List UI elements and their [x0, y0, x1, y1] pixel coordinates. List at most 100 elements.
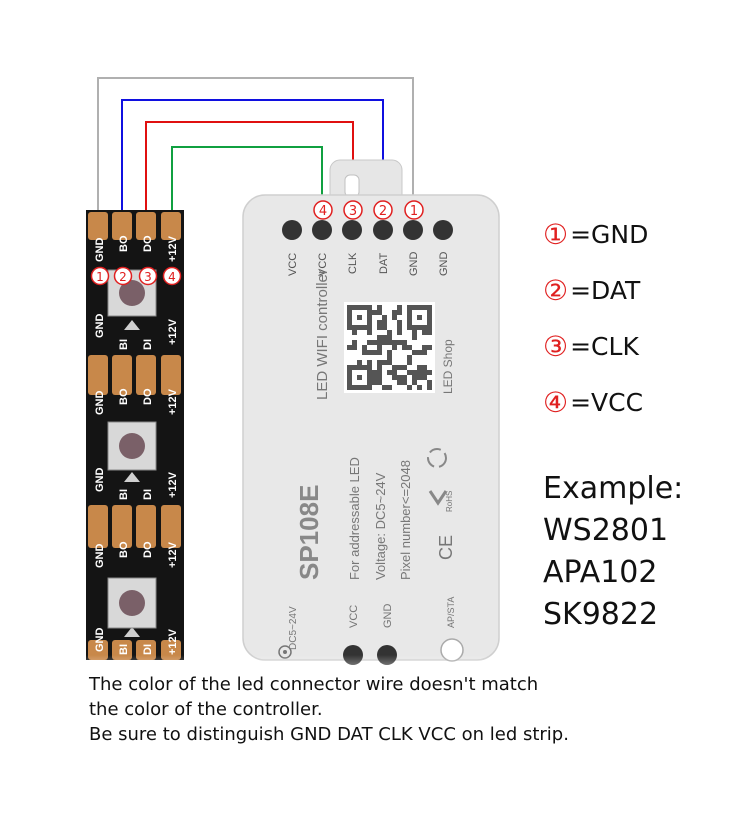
ce-mark: CE — [436, 535, 456, 560]
spec-line: For addressable LED — [347, 457, 362, 580]
solder-pad — [161, 355, 181, 395]
shop-label: LED Shop — [441, 339, 455, 394]
example-title: Example: — [543, 471, 684, 506]
solder-pad — [88, 505, 108, 548]
strip-label-12v: +12V — [167, 471, 179, 498]
image-fade — [80, 655, 540, 685]
controller-marker-4: 4 — [319, 204, 327, 219]
strip-label-gnd: GND — [94, 238, 106, 263]
controller-model: SP108E — [294, 485, 324, 580]
wire-dat — [121, 99, 384, 215]
strip-label-12v: +12V — [167, 318, 179, 345]
legend-text: =DAT — [570, 276, 641, 305]
footnote-line: Be sure to distinguish GND DAT CLK VCC o… — [89, 724, 569, 745]
footnote-line: the color of the controller. — [89, 699, 323, 720]
strip-marker-3: 3 — [144, 270, 152, 284]
strip-label-do: DO — [142, 388, 154, 405]
led-chip — [107, 577, 157, 629]
example-item: SK9822 — [543, 597, 659, 632]
pin-label-dat: DAT — [378, 253, 390, 274]
button-label: AP/STA — [446, 597, 456, 628]
solder-pad — [161, 212, 181, 240]
strip-label-bo: BO — [118, 235, 130, 252]
power-label: DC5~24V — [288, 606, 299, 650]
rohs-icon — [428, 490, 448, 506]
strip-label-bi: BI — [118, 489, 130, 500]
footnote-line: The color of the led connector wire does… — [89, 674, 539, 695]
strip-label-di: DI — [142, 489, 154, 500]
led-strip: GND BO DO +12V GND BI DI +12V GND BO DO … — [86, 210, 184, 660]
solder-pad — [88, 355, 108, 395]
solder-pad — [112, 505, 132, 548]
direction-arrow — [124, 627, 140, 637]
legend-text: =VCC — [570, 388, 644, 417]
strip-label-gnd: GND — [94, 628, 106, 653]
pin-label-gnd: GND — [438, 252, 450, 277]
bottom-pin-vcc: VCC — [348, 605, 360, 628]
controller-marker-3: 3 — [349, 204, 357, 219]
direction-arrow — [124, 320, 140, 330]
legend-item-vcc: ④ =VCC — [543, 388, 643, 417]
strip-label-do: DO — [142, 235, 154, 252]
solder-pad — [112, 355, 132, 395]
strip-label-12v: +12V — [167, 628, 179, 655]
strip-label-do: DO — [142, 541, 154, 558]
controller: 4 3 2 1 VCC VCC CLK DAT GND GND SP108E L… — [242, 159, 500, 665]
wire-gnd — [97, 77, 414, 215]
strip-label-gnd: GND — [94, 391, 106, 416]
wire-vcc — [171, 146, 323, 215]
strip-label-bi: BI — [118, 339, 130, 350]
solder-pad — [161, 505, 181, 548]
legend-number: ① — [543, 217, 569, 251]
direction-arrow — [124, 472, 140, 482]
legend-number: ④ — [543, 385, 569, 419]
controller-markers: 4 3 2 1 — [313, 200, 424, 220]
spec-line: Voltage: DC5~24V — [373, 472, 388, 580]
strip-label-gnd: GND — [94, 544, 106, 569]
example-block: Example: WS2801 APA102 SK9822 — [543, 468, 683, 636]
strip-label-gnd: GND — [94, 468, 106, 493]
legend-text: =GND — [570, 220, 649, 249]
solder-pad — [112, 212, 132, 240]
legend-item-dat: ② =DAT — [543, 276, 640, 305]
wires — [97, 77, 414, 215]
controller-body — [242, 194, 500, 661]
strip-label-bo: BO — [118, 388, 130, 405]
recycle-icon — [427, 448, 447, 468]
legend-text: =CLK — [570, 332, 639, 361]
spec-line: Pixel number<=2048 — [398, 460, 413, 580]
solder-pad — [136, 505, 156, 548]
rohs-mark: RoHS — [445, 491, 454, 512]
controller-marker-1: 1 — [410, 204, 418, 219]
strip-marker-1: 1 — [96, 270, 104, 284]
controller-marker-2: 2 — [379, 204, 387, 219]
strip-label-bo: BO — [118, 541, 130, 558]
legend-number: ② — [543, 273, 569, 307]
strip-markers: 1 2 3 4 — [90, 266, 182, 286]
bottom-pin-gnd: GND — [382, 604, 394, 629]
strip-marker-2: 2 — [119, 270, 127, 284]
strip-label-di: DI — [142, 339, 154, 350]
pin-label-clk: CLK — [347, 252, 359, 274]
strip-marker-4: 4 — [168, 270, 176, 284]
led-chip — [107, 421, 157, 471]
legend-number: ③ — [543, 329, 569, 363]
solder-pad — [88, 212, 108, 240]
strip-label-bi: BI — [118, 644, 130, 655]
pin-holes — [282, 220, 453, 240]
legend-item-gnd: ① =GND — [543, 220, 648, 249]
solder-pad — [136, 212, 156, 240]
strip-label-gnd: GND — [94, 314, 106, 339]
strip-label-12v: +12V — [167, 235, 179, 262]
pin-label-vcc: VCC — [287, 253, 299, 276]
pin-label-vcc: VCC — [317, 253, 329, 276]
footnote: The color of the led connector wire does… — [89, 672, 709, 747]
legend-item-clk: ③ =CLK — [543, 332, 639, 361]
strip-label-12v: +12V — [167, 388, 179, 415]
pin-label-gnd: GND — [408, 252, 420, 277]
solder-pad — [136, 355, 156, 395]
strip-label-12v: +12V — [167, 541, 179, 568]
example-item: APA102 — [543, 555, 658, 590]
controller-name: LED WIFI controller — [314, 269, 331, 400]
